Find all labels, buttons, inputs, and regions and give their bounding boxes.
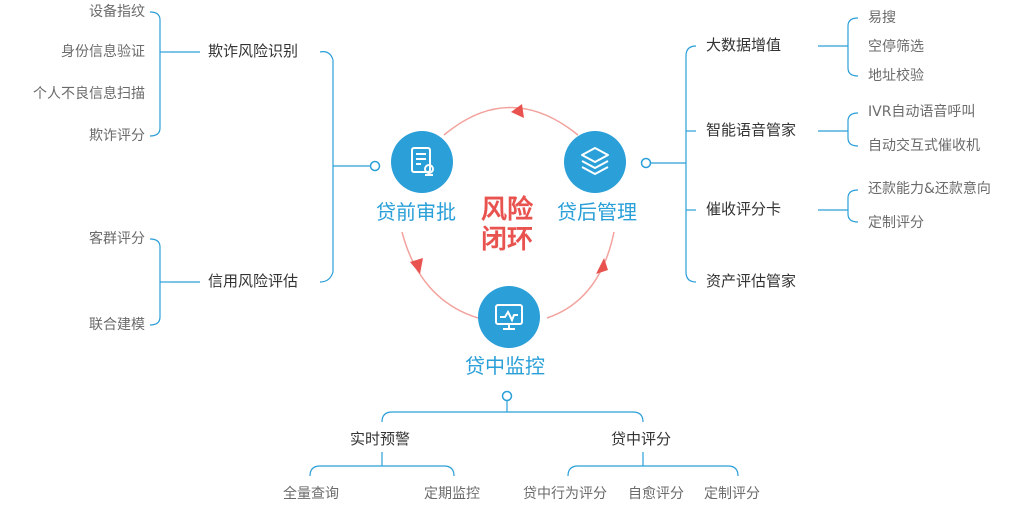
asset-eval-label: 资产评估管家 — [706, 272, 797, 290]
arrow-top — [511, 104, 524, 118]
node-right — [640, 157, 652, 169]
fraud-item-fraud-score: 欺诈评分 — [89, 128, 145, 144]
voice-item-ivr: IVR自动语音呼叫 — [868, 104, 976, 120]
post-loan-circle — [564, 131, 626, 193]
pre-loan-circle — [391, 131, 453, 193]
credit-item-joint-model: 联合建模 — [89, 317, 145, 333]
voice-steward-label: 智能语音管家 — [706, 121, 797, 139]
scorecard-item-repay: 还款能力&还款意向 — [868, 181, 991, 197]
document-icon — [411, 147, 434, 176]
pre-loan-title: 贷前审批 — [376, 200, 456, 224]
fraud-item-bad-info-scan: 个人不良信息扫描 — [33, 86, 145, 102]
mid-loan-circle — [478, 286, 540, 348]
cycle-arc-top — [443, 106, 579, 136]
big-data-item-yisou: 易搜 — [868, 10, 896, 26]
cycle-arrows — [410, 104, 608, 274]
fraud-item-identity-verify: 身份信息验证 — [61, 44, 145, 60]
node-left — [369, 160, 381, 172]
credit-risk-label: 信用风险评估 — [208, 272, 299, 290]
monitor-icon — [495, 304, 523, 330]
arrow-left — [410, 258, 423, 274]
scoring-item-behavior: 贷中行为评分 — [523, 486, 607, 502]
credit-item-customer-score: 客群评分 — [89, 231, 145, 247]
node-bottom — [501, 390, 513, 402]
big-data-item-vacancy-filter: 空停筛选 — [868, 39, 924, 55]
voice-item-interactive: 自动交互式催收机 — [868, 138, 980, 154]
fraud-item-device-fingerprint: 设备指纹 — [89, 4, 145, 20]
fraud-risk-label: 欺诈风险识别 — [208, 42, 299, 60]
mid-loan-title: 贷中监控 — [465, 354, 545, 378]
center-label: 风险 闭环 — [481, 195, 534, 256]
cycle-arc-right — [546, 231, 615, 319]
cycle-arcs — [401, 106, 615, 319]
center-line-1: 风险 — [481, 195, 534, 225]
big-data-item-address-check: 地址校验 — [868, 68, 924, 84]
cycle-arc-left — [401, 231, 479, 319]
scoring-item-self-healing: 自愈评分 — [628, 486, 684, 502]
layers-icon — [581, 147, 609, 175]
scorecard-item-custom: 定制评分 — [868, 215, 924, 231]
center-line-2: 闭环 — [481, 224, 534, 255]
post-loan-title: 贷后管理 — [557, 200, 637, 224]
collection-scorecard-label: 催收评分卡 — [706, 200, 782, 218]
mid-loan-score-label: 贷中评分 — [611, 430, 672, 448]
scoring-item-custom: 定制评分 — [704, 486, 760, 502]
arrow-right — [596, 258, 608, 274]
big-data-label: 大数据增值 — [706, 36, 782, 54]
warning-item-periodic-monitor: 定期监控 — [424, 486, 480, 502]
realtime-warning-label: 实时预警 — [350, 430, 411, 448]
warning-item-full-query: 全量查询 — [283, 486, 339, 502]
